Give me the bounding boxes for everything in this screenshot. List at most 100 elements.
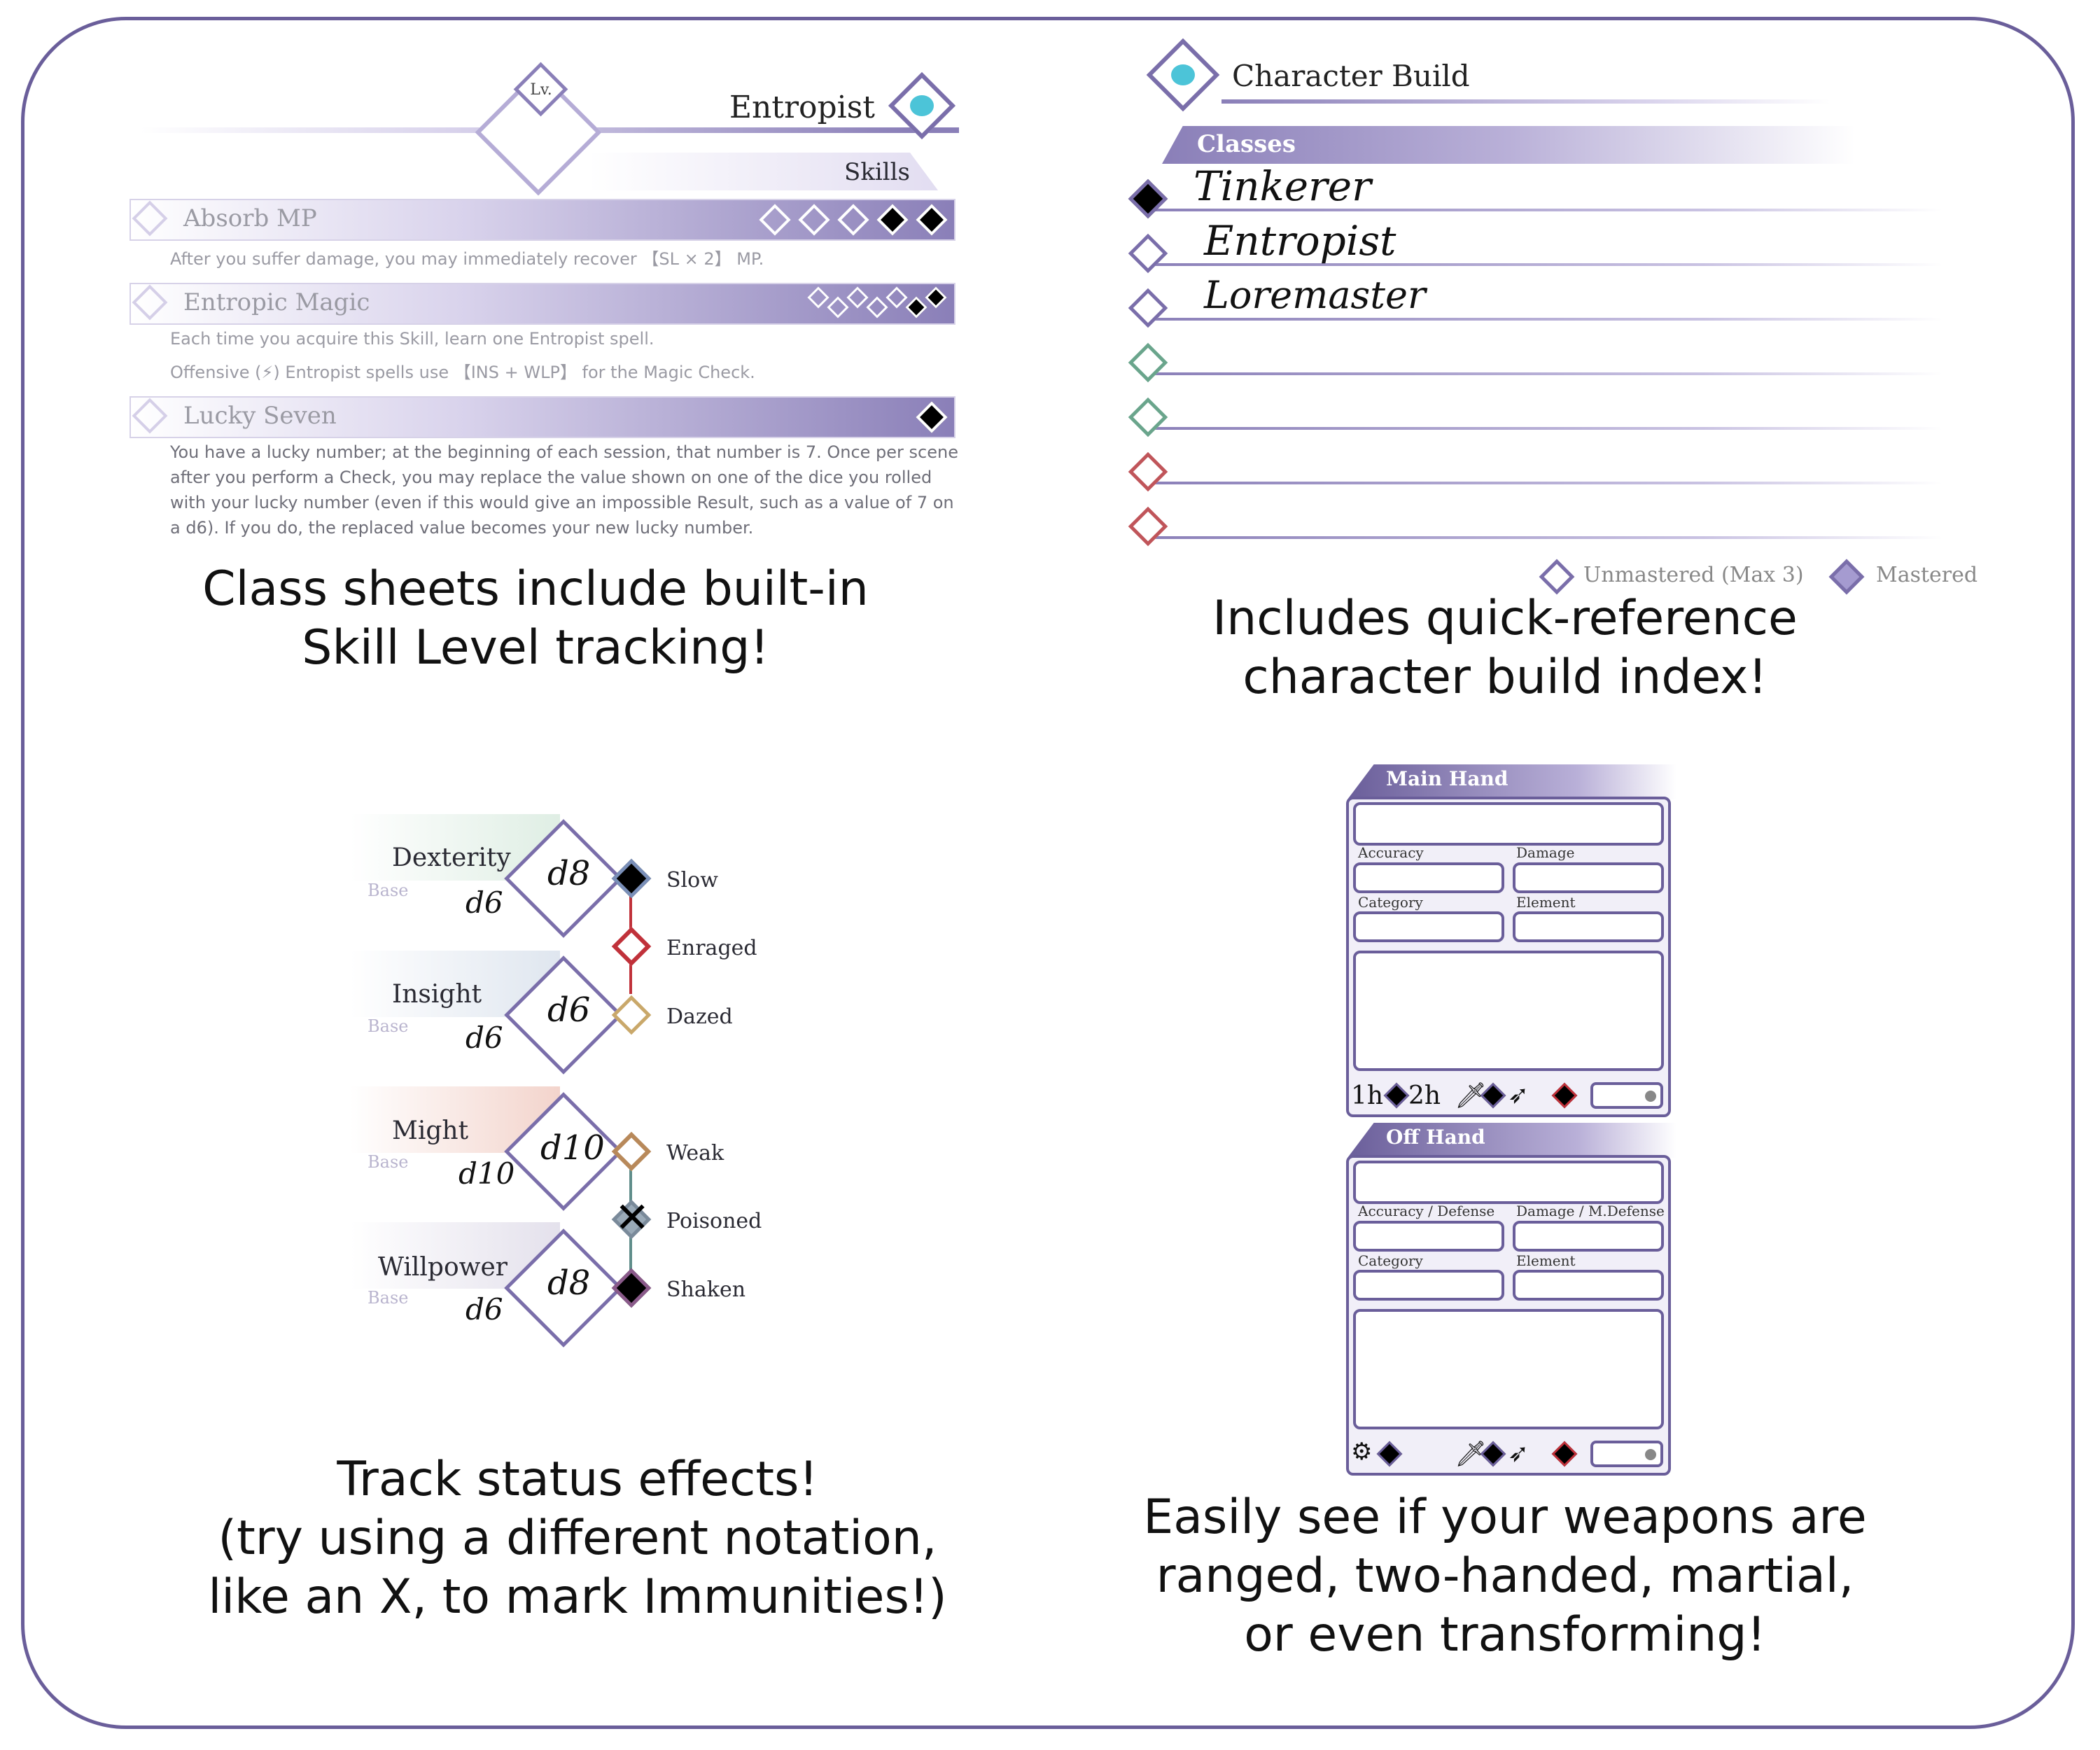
skill-row-lucky-seven [130, 396, 955, 438]
class-rule [1144, 263, 1942, 266]
field-label: Category [1358, 1252, 1423, 1269]
category-field[interactable] [1353, 911, 1504, 942]
skills-header: Skills [844, 158, 910, 186]
accuracy-defense-field[interactable] [1353, 1221, 1504, 1252]
skill-desc: Each time you acquire this Skill, learn … [170, 329, 654, 349]
skill-desc: Offensive (⚡) Entropist spells use 【INS … [170, 363, 755, 382]
caption-line: character build index! [1242, 650, 1768, 705]
immunity-x-icon: ✕ [615, 1194, 650, 1242]
weapon-name-field[interactable] [1353, 1161, 1664, 1204]
attr-name: Willpower [378, 1253, 507, 1282]
skill-row-absorb-mp [130, 199, 955, 241]
bow-icon: ➶ [1508, 1439, 1530, 1468]
skills-header-band [588, 153, 938, 190]
base-die[interactable]: d10 [458, 1156, 515, 1191]
class-rule [1144, 318, 1942, 321]
caption-line: Track status effects! [337, 1452, 818, 1507]
class-rule [1144, 209, 1942, 211]
class-rule [1144, 536, 1942, 539]
field-label: Accuracy / Defense [1358, 1203, 1495, 1219]
skill-desc: After you suffer damage, you may immedia… [170, 249, 764, 269]
status-label: Weak [666, 1141, 724, 1166]
classes-header-band [1162, 126, 1855, 164]
skill-name: Absorb MP [183, 204, 317, 232]
attr-name: Insight [392, 980, 482, 1009]
base-die[interactable]: d6 [465, 886, 503, 920]
damage-mdefense-field[interactable] [1513, 1221, 1664, 1252]
main-hand-title: Main Hand [1386, 767, 1508, 790]
caption-line: Class sheets include built-in [202, 561, 869, 617]
outer-frame [21, 17, 2075, 1729]
element-field[interactable] [1513, 1270, 1664, 1301]
main-hand-tab [1348, 764, 1676, 799]
status-label: Slow [666, 868, 718, 892]
notes-field[interactable] [1353, 951, 1664, 1071]
current-die[interactable]: d8 [547, 1264, 591, 1303]
base-die[interactable]: d6 [465, 1292, 503, 1326]
base-label: Base [368, 1016, 409, 1036]
flower-icon [910, 95, 934, 116]
legend-mastered: Mastered [1876, 563, 1978, 587]
base-label: Base [368, 1152, 409, 1172]
base-label: Base [368, 1288, 409, 1308]
skill-name: Entropic Magic [183, 288, 370, 316]
field-label: Category [1358, 894, 1423, 911]
transform-field[interactable] [1590, 1082, 1663, 1109]
skill-desc: a d6). If you do, the replaced value bec… [170, 518, 754, 538]
field-label: Damage / M.Defense [1516, 1203, 1665, 1219]
class-rule [1144, 482, 1942, 484]
field-label: Element [1516, 1252, 1576, 1269]
class-entry[interactable]: Entropist [1204, 217, 1396, 265]
current-die[interactable]: d8 [547, 854, 591, 893]
attr-name: Dexterity [392, 844, 511, 872]
class-entry[interactable]: Tinkerer [1194, 162, 1371, 210]
gem-icon [1645, 1449, 1656, 1460]
element-field[interactable] [1513, 911, 1664, 942]
skill-desc: after you perform a Check, you may repla… [170, 468, 932, 487]
transform-gear-icon: ⚙ [1351, 1438, 1373, 1466]
current-die[interactable]: d6 [547, 990, 591, 1030]
field-label: Accuracy [1358, 844, 1424, 861]
bow-icon: ➶ [1508, 1081, 1530, 1110]
status-label: Shaken [666, 1278, 746, 1302]
classes-header: Classes [1197, 130, 1296, 158]
weapon-name-field[interactable] [1353, 802, 1664, 846]
class-name: Entropist [729, 90, 875, 125]
class-rule [1144, 427, 1942, 430]
status-label: Enraged [666, 936, 757, 960]
caption-line: or even transforming! [1244, 1607, 1766, 1662]
level-label: Lv. [530, 81, 552, 99]
gem-icon [1645, 1091, 1656, 1102]
attr-name: Might [392, 1116, 469, 1145]
class-rule [1144, 372, 1942, 375]
damage-field[interactable] [1513, 862, 1664, 893]
category-field[interactable] [1353, 1270, 1504, 1301]
caption-line: Includes quick-reference [1212, 591, 1798, 646]
header-line-end [910, 127, 959, 133]
base-die[interactable]: d6 [465, 1021, 503, 1055]
accuracy-field[interactable] [1353, 862, 1504, 893]
notes-field[interactable] [1353, 1309, 1664, 1429]
status-label: Dazed [666, 1004, 733, 1029]
build-title: Character Build [1232, 59, 1470, 93]
field-label: Element [1516, 894, 1576, 911]
skill-row-entropic-magic [130, 283, 955, 325]
caption-line: Easily see if your weapons are [1143, 1490, 1867, 1545]
caption-line: Skill Level tracking! [302, 620, 769, 676]
skill-desc: with your lucky number (even if this wou… [170, 493, 954, 512]
caption-line: ranged, two-handed, martial, [1156, 1548, 1854, 1604]
class-entry[interactable]: Loremaster [1204, 273, 1426, 317]
off-hand-title: Off Hand [1386, 1126, 1485, 1149]
flower-icon [1171, 64, 1195, 85]
title-rule [1222, 99, 1830, 104]
base-label: Base [368, 881, 409, 900]
skill-name: Lucky Seven [183, 402, 337, 430]
caption-line: like an X, to mark Immunities!) [208, 1569, 947, 1625]
caption-line: (try using a different notation, [218, 1511, 937, 1566]
one-hand-label: 1h [1351, 1082, 1384, 1110]
field-label: Damage [1516, 844, 1575, 861]
skill-desc: You have a lucky number; at the beginnin… [170, 442, 958, 462]
status-label: Poisoned [666, 1209, 762, 1233]
off-hand-tab [1348, 1123, 1676, 1158]
current-die[interactable]: d10 [540, 1128, 605, 1168]
